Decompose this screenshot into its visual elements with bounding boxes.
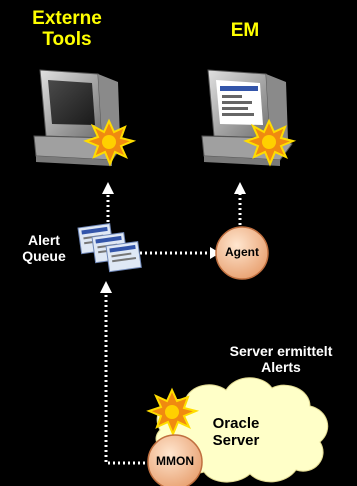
arrow-to-em [234, 182, 246, 194]
arrowheads [100, 182, 246, 293]
agent-node [215, 226, 269, 280]
em-title: EM [230, 20, 260, 41]
agent-label: Agent [225, 245, 259, 259]
externe-tools-title: Externe Tools [32, 8, 102, 51]
mmon-label: MMON [156, 454, 194, 468]
alert-queue-label: Alert Queue [22, 232, 66, 264]
arrow-to-agent [210, 247, 220, 259]
document-stack-icon [77, 222, 142, 273]
mmon-node [147, 434, 203, 486]
connector-mmon-to-queue [104, 290, 145, 465]
arrow-to-tools [102, 182, 114, 194]
oracle-server-label: Oracle Server [212, 415, 260, 449]
arrow-to-queue [100, 281, 112, 293]
server-ermittelt-label: Server ermittelt Alerts [229, 343, 333, 375]
